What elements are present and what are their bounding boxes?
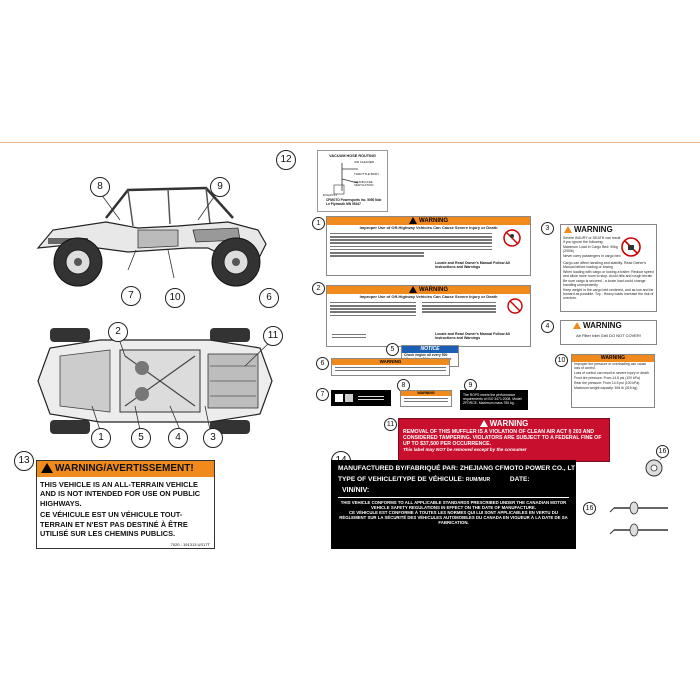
callout-5-label: 5 <box>386 343 399 356</box>
label3-header: WARNING <box>561 225 656 235</box>
muffler-warning-label-11: WARNING REMOVAL OF THIS MUFFLER IS A VIO… <box>398 418 610 462</box>
callout-9: 9 <box>210 177 230 197</box>
callout-1-label: 1 <box>312 217 325 230</box>
callout-16-b: 16 <box>583 502 596 515</box>
warning-triangle-icon <box>41 463 53 474</box>
exhaust-text: EXHAUST <box>323 193 338 197</box>
warning-label-13: WARNING/AVERTISSEMENT! THIS VEHICLE IS A… <box>36 460 215 549</box>
no-rider-icon <box>503 229 521 247</box>
callout-6-label: 6 <box>316 357 329 370</box>
rivet-fastener <box>645 454 665 477</box>
callout-12: 12 <box>276 150 296 170</box>
vacuum-title: VACUUM HOSE ROUTING <box>329 154 376 158</box>
warning-label-8: WARNING <box>400 390 452 407</box>
warning-label-10: WARNING Improper tire pressure or overlo… <box>571 354 655 408</box>
warning-triangle-icon <box>409 286 417 293</box>
callout-4: 4 <box>168 428 188 448</box>
label14-fr: CE VÉHICULE EST CONFORME À TOUTES LES NO… <box>339 510 568 525</box>
rops-label-9: The ROPS meets the performance requireme… <box>460 390 528 410</box>
callout-3-label: 3 <box>541 222 554 235</box>
label1-footer: Locate and Read Owner's Manual Follow Al… <box>435 261 511 270</box>
label1-title: Improper Use of Off-Highway Vehicles Can… <box>359 225 498 230</box>
warning-triangle-icon <box>479 420 488 428</box>
label13-en: THIS VEHICLE IS AN ALL-TERRAIN VEHICLE A… <box>40 480 201 508</box>
label10-header: WARNING <box>572 355 654 362</box>
label14-line2: TYPE OF VEHICLE/TYPE DE VÉHICULE: RUM/MU… <box>338 476 530 483</box>
label3-body: Severe INJURY or DEATH can result if you… <box>563 236 621 258</box>
label8-header: WARNING <box>401 391 451 396</box>
label9-text: The ROPS meets the performance requireme… <box>463 393 523 405</box>
manufacturer-label-14: MANUFACTURED BY/FABRIQUÉ PAR: ZHEJIANG C… <box>331 460 576 549</box>
label2-footer: Locate and Read Owner's Manual Follow Al… <box>435 332 511 341</box>
callout-11: 11 <box>263 326 283 346</box>
label2-header: WARNING <box>327 286 530 294</box>
vehicle-top-view <box>37 328 273 434</box>
no-cargo-passenger-icon <box>621 237 641 257</box>
warning-triangle-icon <box>409 217 417 224</box>
label-7 <box>331 390 391 406</box>
label6-body <box>332 366 449 372</box>
throttle-text: THROTTLE BODY <box>354 172 380 176</box>
label1-columns <box>327 252 427 257</box>
label1-header: WARNING <box>327 217 530 225</box>
label3-body-cont: Cargo can affect handling and stability.… <box>563 261 654 300</box>
callout-13: 13 <box>14 451 34 471</box>
callout-4-label: 4 <box>541 320 554 333</box>
warning-label-1: WARNING Improper Use of Off-Highway Vehi… <box>326 216 531 276</box>
label4-text: Air Filter Inlet Grill DO NOT COVER! <box>576 333 641 338</box>
label10-body: Improper tire pressure or overloading ca… <box>574 362 650 390</box>
label13-code: 7020 - 191313 US17T <box>170 542 210 547</box>
label11-header: WARNING <box>399 419 609 429</box>
callout-5: 5 <box>131 428 151 448</box>
vehicle-side-view <box>36 186 267 287</box>
label6-header: WARNING <box>332 359 449 365</box>
callout-16-a: 16 <box>656 445 669 458</box>
warning-triangle-icon <box>573 322 581 330</box>
label14-vin: VIN/NIV: <box>342 487 370 494</box>
label1-body <box>327 232 495 251</box>
label13-header: WARNING/AVERTISSEMENT! <box>37 461 214 477</box>
address-text: CFMOTO Powersports Inc. 5050 Nob Ln Plym… <box>326 198 382 206</box>
air-cleaner-text: AIR CLEANER <box>354 160 375 164</box>
warning-label-2: WARNING Improper Use of Off-Highway Vehi… <box>326 285 531 347</box>
hose-diagram <box>333 163 359 195</box>
callout-10-label: 10 <box>555 354 568 367</box>
warning-triangle-icon <box>564 226 572 234</box>
callout-3: 3 <box>203 428 223 448</box>
callout-7-label: 7 <box>316 388 329 401</box>
label11-text: REMOVAL OF THIS MUFFLER IS A VIOLATION O… <box>403 429 602 447</box>
crankcase-text: CRANKCASE VENTILATION <box>354 180 374 188</box>
label5-header: NOTICE <box>402 346 458 353</box>
label7-icon <box>335 394 343 402</box>
label2-body <box>327 300 530 318</box>
divider-line <box>0 142 700 143</box>
callout-2: 2 <box>108 322 128 342</box>
label2-title: Improper Use of Off-Highway Vehicles Can… <box>359 294 498 299</box>
vacuum-hose-label: VACUUM HOSE ROUTING AIR CLEANER THROTTLE… <box>317 150 388 212</box>
callout-11-label: 11 <box>384 418 397 431</box>
label4-header: WARNING <box>561 321 656 331</box>
callout-6: 6 <box>259 288 279 308</box>
label11-note: This label may NOT be removed except by … <box>403 447 527 452</box>
callout-2-label: 2 <box>312 282 325 295</box>
label14-line1: MANUFACTURED BY/FABRIQUÉ PAR: ZHEJIANG C… <box>338 465 576 472</box>
warning-label-3: WARNING Severe INJURY or DEATH can resul… <box>560 224 657 312</box>
callout-7: 7 <box>121 286 141 306</box>
label14-en: THIS VEHICLE CONFORMS TO ALL APPLICABLE … <box>340 500 567 510</box>
rivet-pins <box>609 501 668 537</box>
no-passenger-icon <box>507 298 523 314</box>
label13-fr: CE VÉHICULE EST UN VÉHICULE TOUT-TERRAIN… <box>40 510 188 539</box>
warning-label-6: WARNING <box>331 358 450 376</box>
callout-10: 10 <box>165 288 185 308</box>
callout-1: 1 <box>91 428 111 448</box>
callout-8: 8 <box>90 177 110 197</box>
warning-label-4: WARNING Air Filter Inlet Grill DO NOT CO… <box>560 320 657 345</box>
